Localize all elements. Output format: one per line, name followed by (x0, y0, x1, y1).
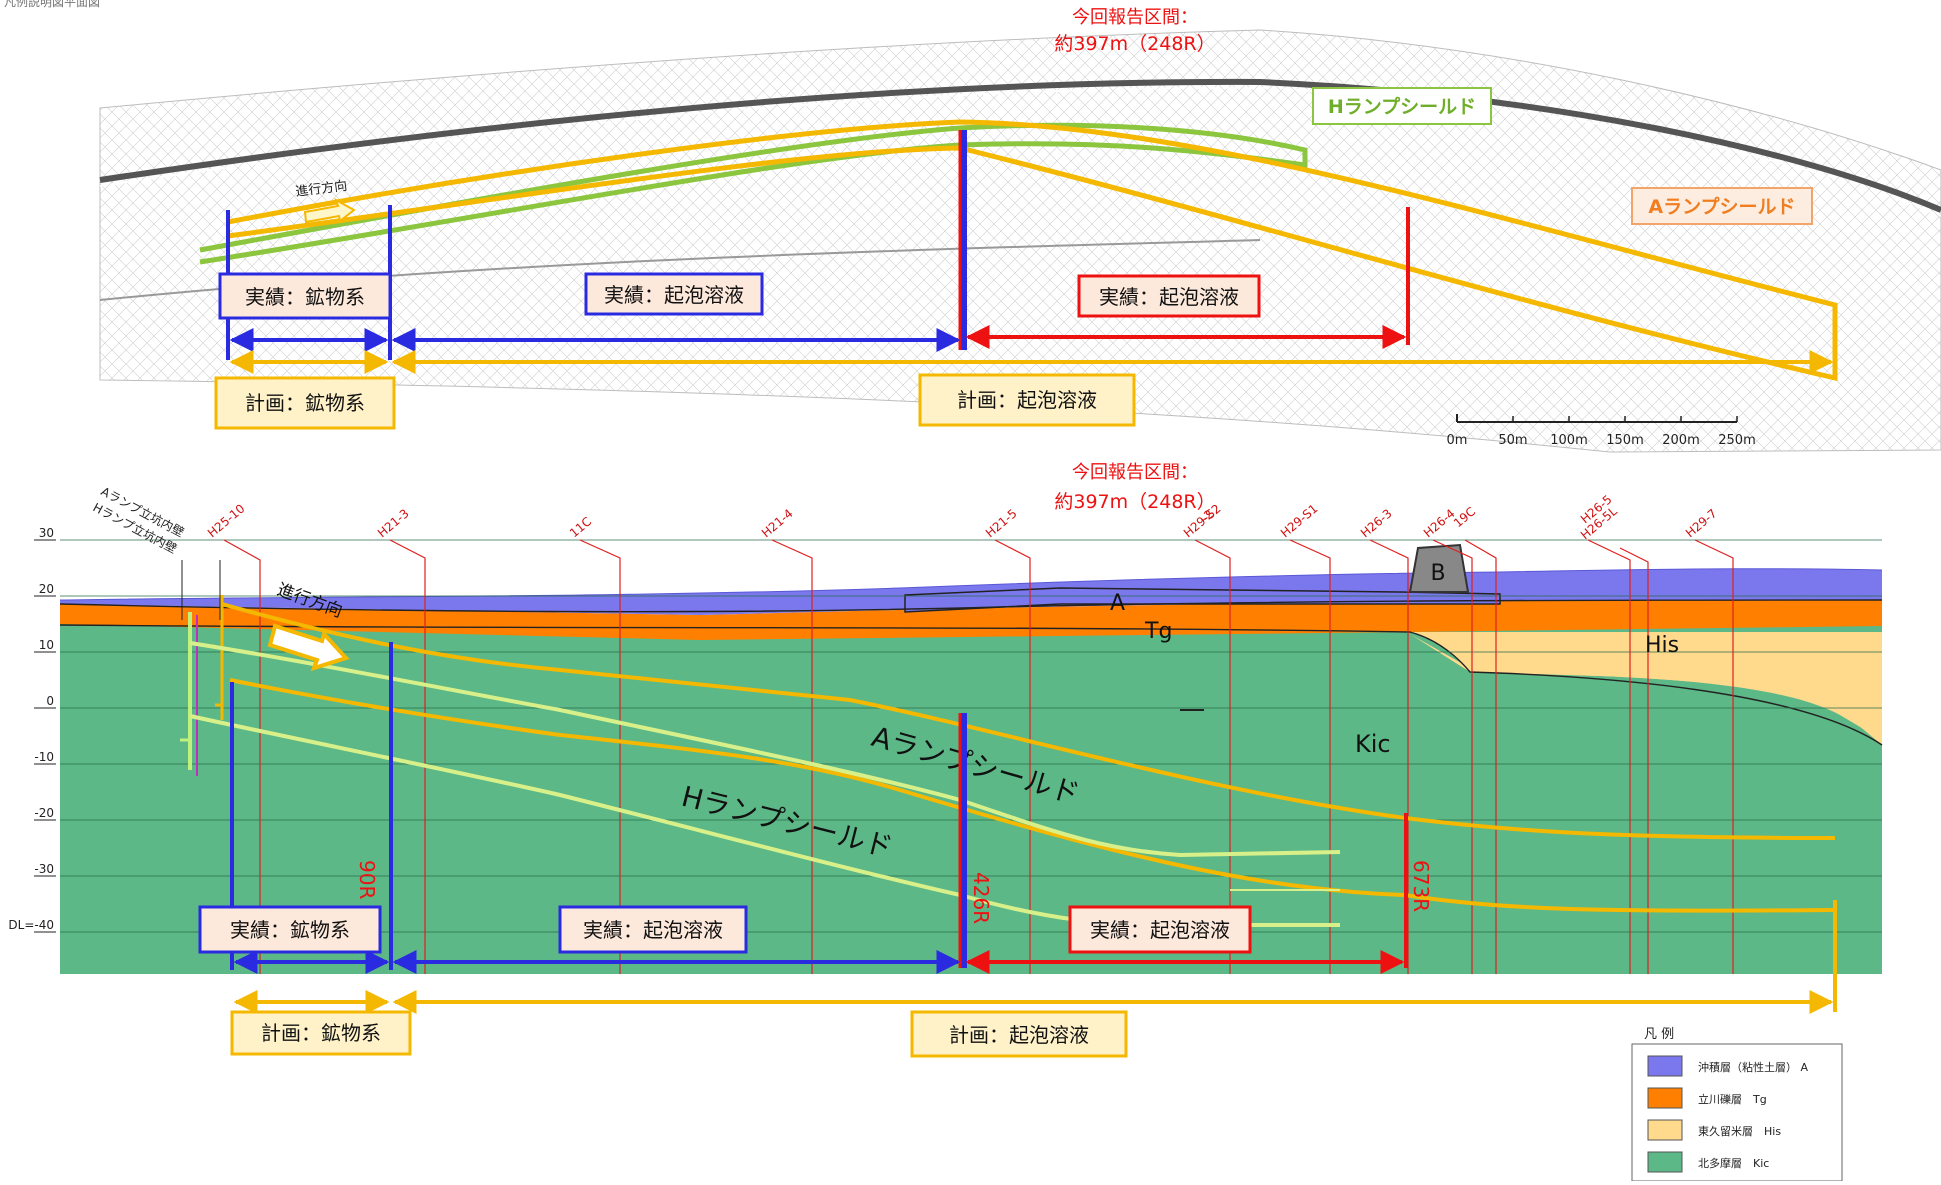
plan-report-title-1: 今回報告区間： (1072, 7, 1198, 28)
layer-tg (60, 600, 1882, 640)
bh-h26-3: H26-3 (1358, 506, 1395, 540)
svg-text:立川礫層 Tg: 立川礫層 Tg (1698, 1092, 1767, 1106)
legend-item-his: 東久留米層 His (1647, 1119, 1781, 1141)
bh-19c: 19C (1451, 504, 1478, 530)
scale-tick-250: 250m (1718, 433, 1755, 448)
profile-actual-foam-red-label: 実績：起泡溶液 (1090, 918, 1230, 942)
plan-railway (99, 78, 1941, 213)
bh-h29-7: H29-7 (1683, 506, 1720, 540)
profile-report-title-2: 約397m（248R） (1054, 491, 1215, 513)
ring-90r: 90R (355, 860, 379, 899)
top-header: 凡例説明図平面図 (4, 0, 100, 9)
y-tick-20: 20 (39, 582, 54, 596)
plan-direction-label: 進行方向 (295, 178, 349, 200)
plan-a-ramp-label: Aランプシールド (1648, 195, 1795, 218)
profile-a-ramp-top (221, 602, 1836, 840)
y-tick-m20: -20 (34, 806, 54, 820)
borehole-labels: H25-10 H21-3 11C H21-4 H21-5 H29-S2 -2 H… (205, 492, 1720, 542)
scale-tick-200: 200m (1662, 433, 1699, 448)
layer-label-his: His (1645, 633, 1679, 658)
scale-tick-150: 150m (1606, 433, 1643, 448)
borehole-lines (223, 539, 1734, 974)
y-tick-0: 0 (46, 694, 54, 708)
svg-text:北多摩層 Kic: 北多摩層 Kic (1698, 1156, 1769, 1170)
y-tick-m10: -10 (34, 750, 54, 764)
legend-item-tg: 立川礫層 Tg (1647, 1087, 1767, 1109)
plan-h-ramp-label: Hランプシールド (1328, 95, 1476, 118)
profile-direction-arrow (267, 623, 350, 672)
svg-text:東久留米層 His: 東久留米層 His (1698, 1125, 1781, 1138)
plan-view: 進行方向 今回報告区間： 約397m（248R） Hランプシールド Aランプシー… (99, 7, 1941, 453)
y-tick-m30: -30 (34, 862, 54, 876)
plan-actual-foam-label: 実績：起泡溶液 (604, 283, 744, 307)
profile-plan-foam-label: 計画：起泡溶液 (949, 1023, 1089, 1047)
bh-h26-4: H26-4 (1421, 506, 1458, 540)
bh-11c: 11C (567, 514, 594, 540)
legend: 凡 例 沖積層（粘性土層） A 立川礫層 Tg 東久留米層 His 北多摩層 K… (1631, 1027, 1843, 1182)
layer-label-kic: Kic (1355, 730, 1391, 758)
legend-title: 凡 例 (1644, 1027, 1674, 1042)
profile-h-ramp-bottom (189, 714, 1340, 927)
y-tick-30: 30 (39, 526, 54, 540)
profile-actual-mineral-label: 実績：鉱物系 (230, 918, 350, 942)
plan-actual-foam-red-label: 実績：起泡溶液 (1099, 285, 1239, 309)
legend-item-kic: 北多摩層 Kic (1647, 1151, 1769, 1173)
bh-h21-3: H21-3 (375, 506, 412, 540)
layer-label-b: B (1430, 561, 1445, 586)
profile-report-title-1: 今回報告区間： (1072, 462, 1198, 483)
y-tick-10: 10 (39, 638, 54, 652)
bh-h29-s1: H29-S1 (1278, 501, 1321, 540)
plan-plan-mineral-label: 計画：鉱物系 (245, 391, 365, 415)
profile-h-ramp-top (189, 641, 1341, 858)
plan-actual-mineral-label: 実績：鉱物系 (245, 285, 365, 309)
ring-426r: 426R (969, 872, 993, 924)
bh-h21-4: H21-4 (759, 506, 796, 540)
profile-gridlines (60, 539, 1882, 933)
plan-report-title-2: 約397m（248R） (1054, 33, 1215, 55)
layer-label-a: A (1110, 591, 1125, 616)
profile-plan-mineral-label: 計画：鉱物系 (261, 1021, 381, 1045)
bh-h25-10: H25-10 (205, 501, 248, 540)
svg-text:沖積層（粘性土層） A: 沖積層（粘性土層） A (1698, 1060, 1808, 1074)
scale-tick-0: 0m (1447, 433, 1468, 448)
legend-item-a: 沖積層（粘性土層） A (1647, 1055, 1808, 1077)
y-tick-m40: DL=-40 (8, 918, 54, 932)
plan-scale-bar: 0m 50m 100m 150m 200m 250m (1447, 414, 1756, 448)
bh-h21-5: H21-5 (983, 506, 1020, 540)
scale-tick-100: 100m (1550, 433, 1587, 448)
profile-actual-foam-label: 実績：起泡溶液 (583, 918, 723, 942)
scale-tick-50: 50m (1498, 433, 1527, 448)
layer-b (1408, 543, 1470, 593)
plan-plan-foam-label: 計画：起泡溶液 (957, 388, 1097, 412)
plan-direction-arrow (303, 197, 356, 224)
profile-y-axis: 30 20 10 0 -10 -20 -30 DL=-40 (8, 526, 56, 933)
plan-h-ramp-route (199, 122, 1308, 265)
layer-label-tg: Tg (1144, 619, 1172, 644)
ring-673r: 673R (1409, 860, 1433, 912)
profile-view: 今回報告区間： 約397m（248R） (8, 462, 1883, 1058)
profile-a-ramp-bottom (229, 678, 1836, 913)
